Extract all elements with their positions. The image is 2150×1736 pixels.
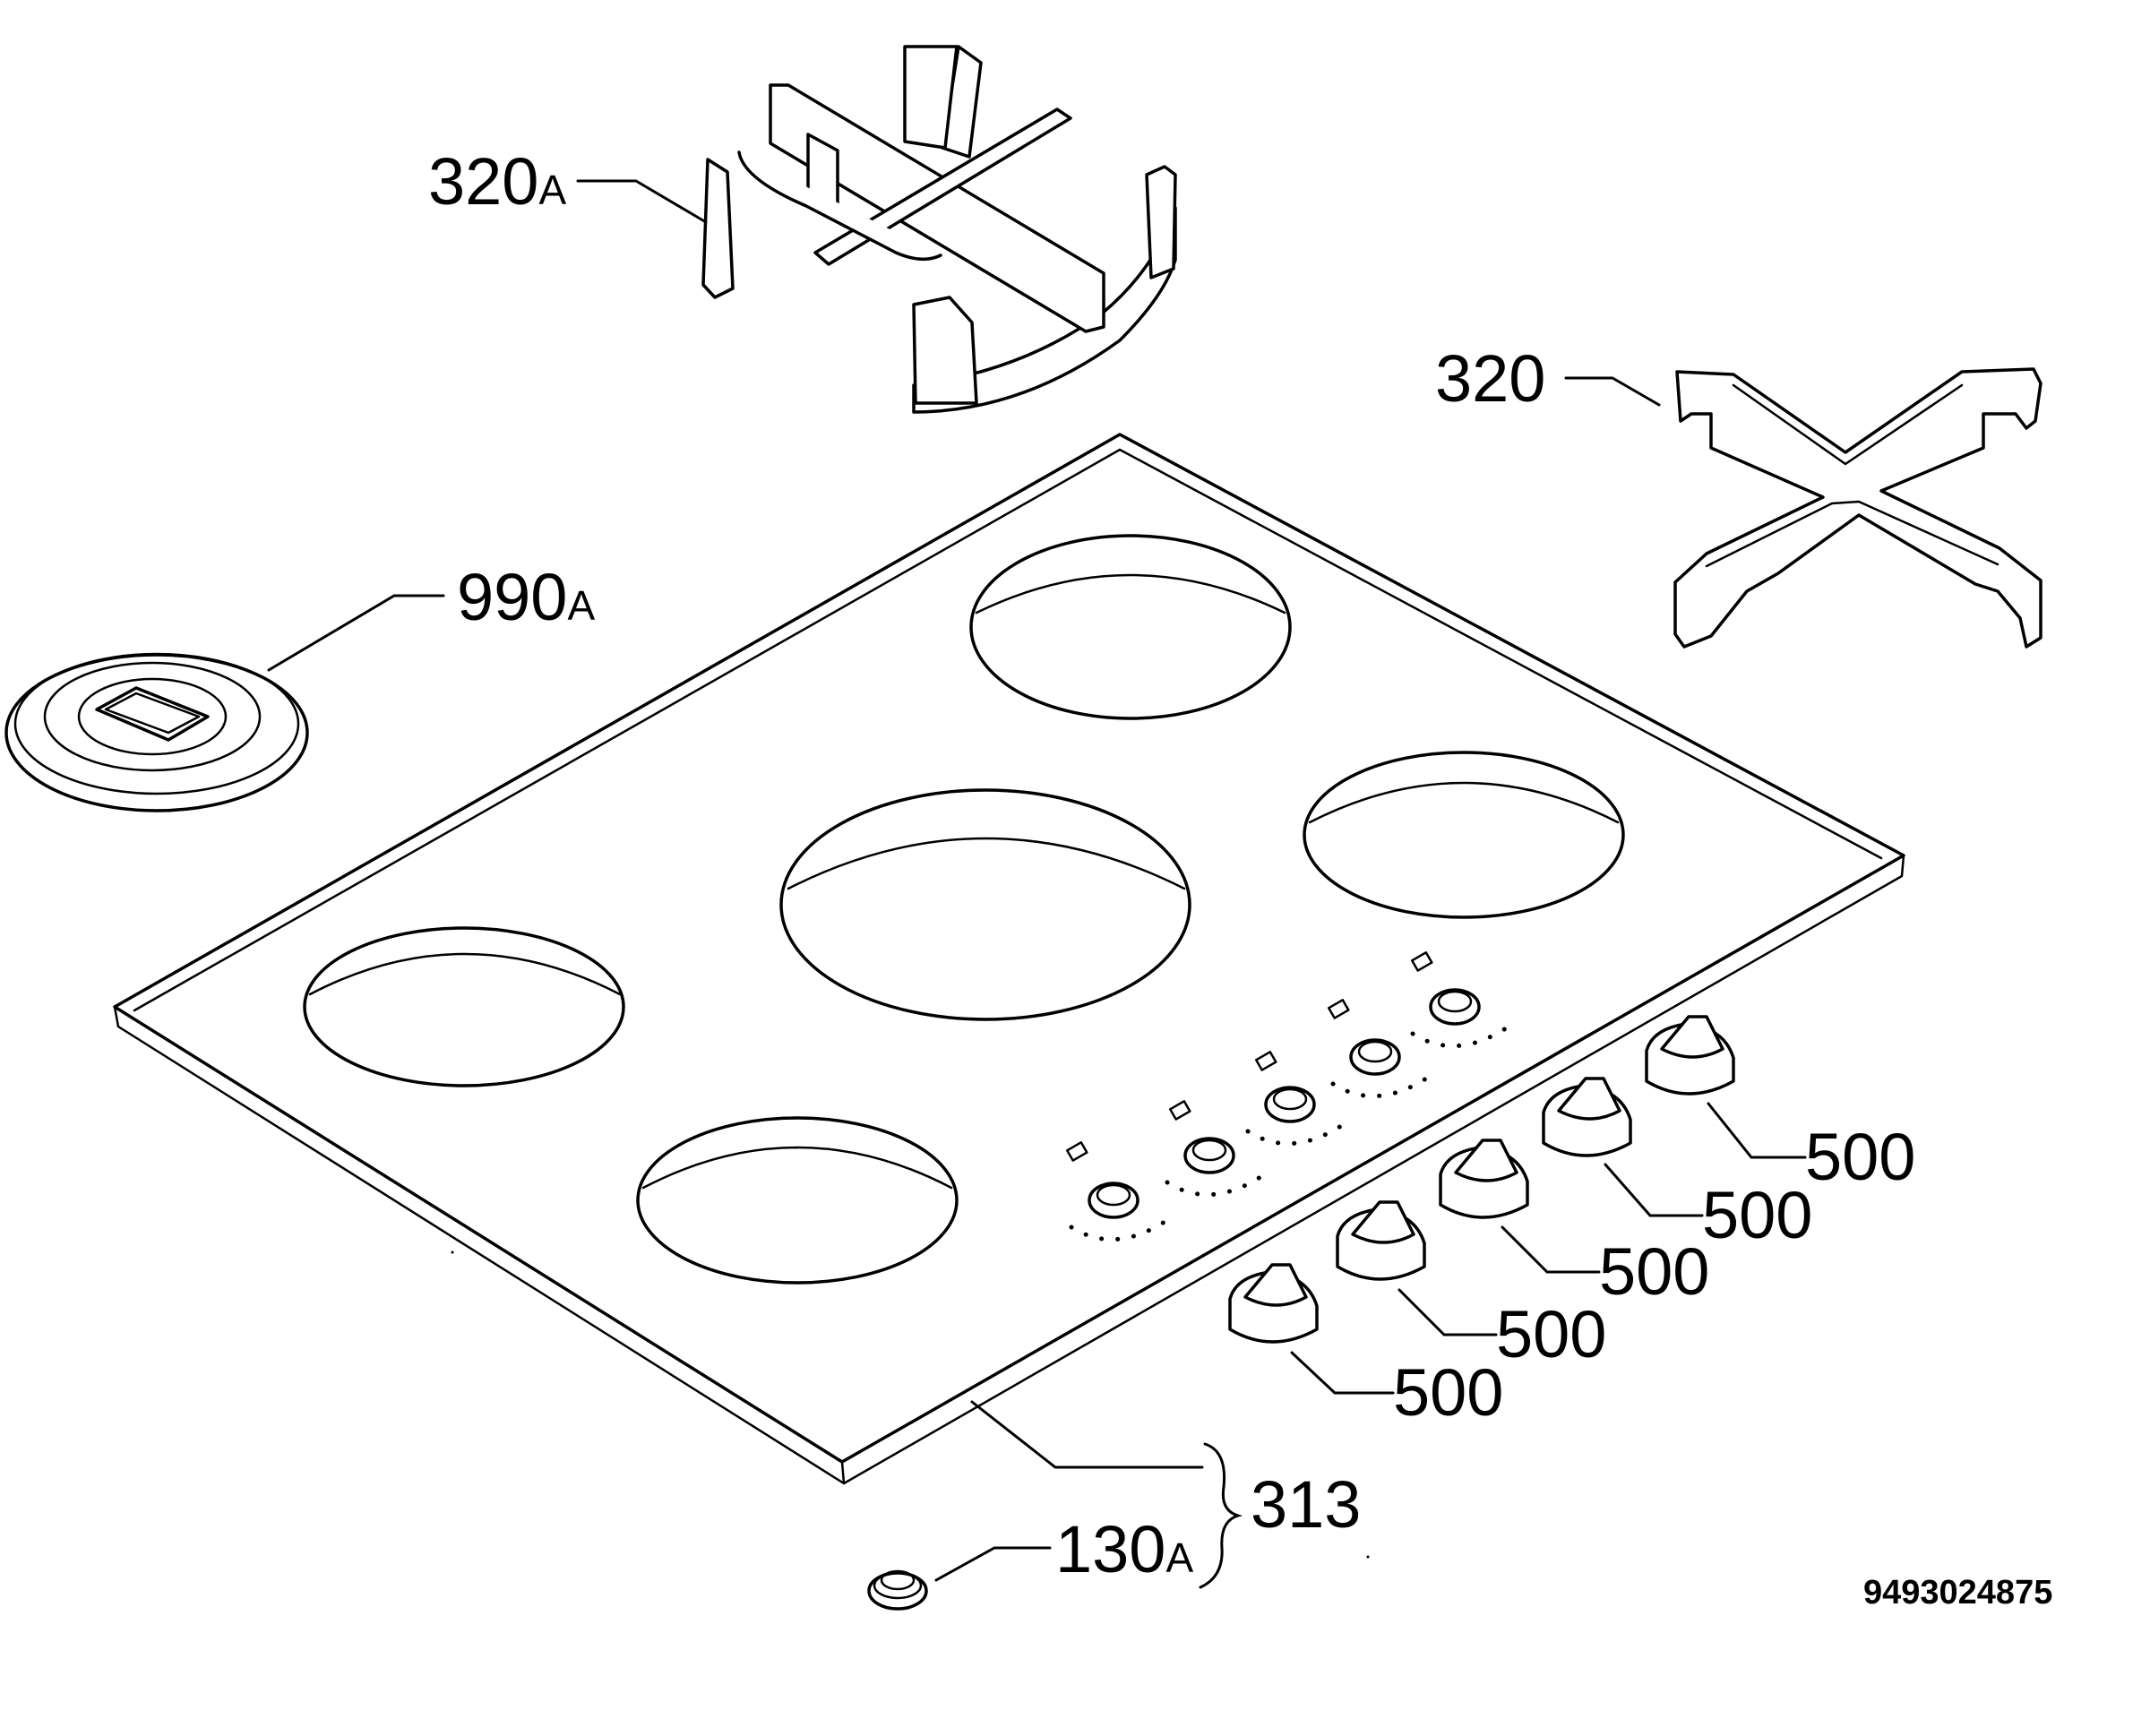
burner-cover xyxy=(4,652,309,812)
burner-hole-front-left xyxy=(303,926,625,1087)
label-500-knob-2: 500 xyxy=(1496,1297,1606,1371)
small-pan-support xyxy=(701,45,1177,414)
control-marking-1 xyxy=(1065,1141,1167,1242)
control-marking-5 xyxy=(1410,951,1509,1049)
control-knob-3 xyxy=(1439,1139,1529,1219)
control-marking-3 xyxy=(1245,1051,1344,1147)
label-500-knob-4: 500 xyxy=(1702,1178,1812,1252)
rubber-foot xyxy=(867,1569,928,1611)
label-500-knob-1: 500 xyxy=(1393,1355,1503,1430)
large-pan-support xyxy=(1673,367,2042,649)
control-marking-4 xyxy=(1327,999,1429,1099)
burner-hole-right xyxy=(1303,751,1625,919)
label-500-knob-5: 500 xyxy=(1805,1120,1915,1194)
control-knob-1 xyxy=(1228,1263,1319,1344)
control-knob-5 xyxy=(1645,1015,1735,1096)
burner-hole-back xyxy=(969,534,1292,720)
label-990a: 990A xyxy=(457,560,595,634)
label-313: 313 xyxy=(1251,1467,1361,1542)
label-320a: 320A xyxy=(428,144,566,219)
burner-hole-center xyxy=(779,788,1191,1021)
label-500-knob-3: 500 xyxy=(1599,1234,1709,1309)
control-panel-markings xyxy=(1065,951,1509,1242)
leader-lines xyxy=(267,179,1807,1589)
hob-top-plate xyxy=(113,433,1905,1485)
control-knob-2 xyxy=(1336,1200,1426,1281)
label-130a: 130A xyxy=(1055,1512,1193,1586)
control-marking-2 xyxy=(1165,1100,1263,1198)
burner-hole-front-right xyxy=(636,1116,959,1285)
control-knob-4 xyxy=(1542,1077,1632,1157)
drawing-code: 9493024875 xyxy=(1863,1574,2052,1611)
label-320: 320 xyxy=(1435,341,1545,416)
